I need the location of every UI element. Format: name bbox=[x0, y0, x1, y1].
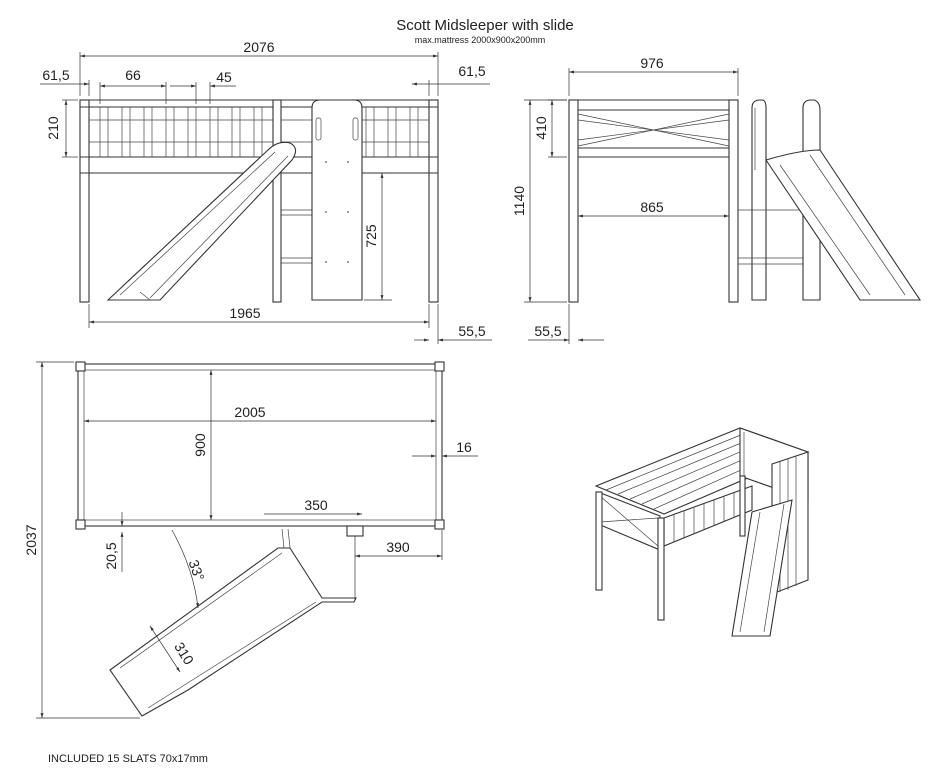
dim-side-base-offset: 55,5 bbox=[534, 323, 561, 339]
dim-plan-frame-offset: 20,5 bbox=[103, 542, 119, 569]
dim-front-slat-width: 66 bbox=[125, 67, 141, 83]
dim-front-overall-width: 2076 bbox=[243, 39, 274, 55]
dim-plan-ladder-width: 390 bbox=[386, 539, 410, 555]
dim-plan-edge-offset: 16 bbox=[456, 439, 472, 455]
side-view-dimensions: 976 410 1140 865 55,5 bbox=[511, 55, 739, 344]
plan-view bbox=[75, 361, 445, 717]
isometric-view bbox=[594, 427, 810, 637]
side-view bbox=[568, 99, 922, 303]
front-view bbox=[79, 99, 439, 303]
dim-front-left-post: 61,5 bbox=[42, 67, 69, 83]
drawing-title: Scott Midsleeper with slide bbox=[396, 17, 574, 34]
dim-plan-mattress-length: 2005 bbox=[234, 404, 265, 420]
dim-front-base-offset: 55,5 bbox=[458, 323, 485, 339]
drawing-subtitle: max.mattress 2000x900x200mm bbox=[415, 35, 546, 45]
dim-plan-overall-length: 2037 bbox=[23, 524, 39, 555]
dim-front-right-post: 61,5 bbox=[458, 63, 485, 79]
dim-front-ladder-height: 725 bbox=[363, 224, 379, 248]
front-view-dimensions: 2076 61,5 61,5 66 45 210 725 1965 55,5 bbox=[40, 39, 492, 344]
dim-plan-slide-angle: 33° bbox=[186, 558, 208, 583]
dim-side-inner-width: 865 bbox=[640, 199, 664, 215]
dim-front-base-length: 1965 bbox=[229, 305, 260, 321]
dim-side-overall-height: 1140 bbox=[511, 186, 527, 216]
dim-front-rail-height: 210 bbox=[45, 116, 61, 140]
dim-plan-ladder-offset: 350 bbox=[304, 497, 328, 513]
dim-side-overall-width: 976 bbox=[640, 55, 664, 71]
dim-side-rail-height: 410 bbox=[533, 116, 549, 140]
dim-plan-mattress-width: 900 bbox=[192, 433, 208, 457]
dim-front-slat-gap: 45 bbox=[216, 69, 232, 85]
footer-note: INCLUDED 15 SLATS 70x17mm bbox=[48, 753, 208, 765]
